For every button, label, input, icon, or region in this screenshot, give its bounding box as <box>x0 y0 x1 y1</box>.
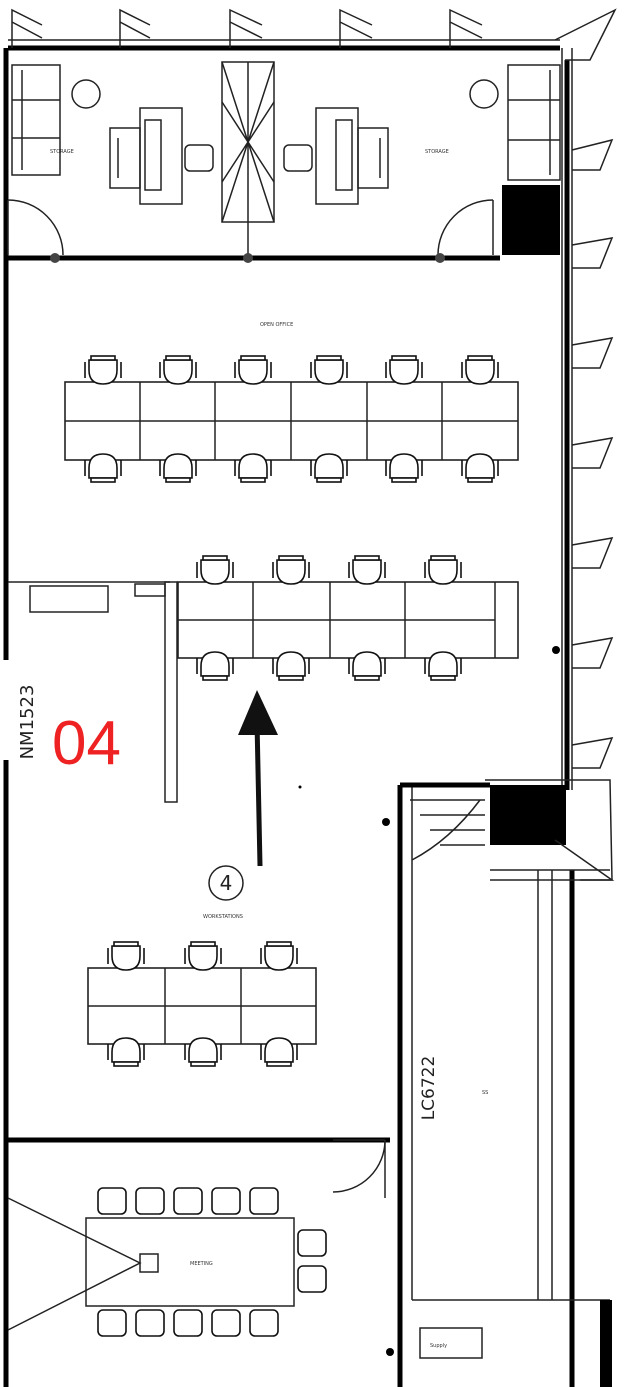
left-wall-code: NM1523 <box>17 685 38 760</box>
right-wall-code: LC6722 <box>419 1056 439 1121</box>
svg-text:WORKSTATIONS: WORKSTATIONS <box>203 914 243 920</box>
svg-text:MEETING: MEETING <box>190 1261 213 1267</box>
office-chair-icon <box>461 453 499 483</box>
door-office-left <box>7 199 64 256</box>
office-chair-icon <box>461 355 499 385</box>
meeting-chair-icon <box>97 1309 127 1337</box>
right-window-fins <box>571 138 614 769</box>
office-chair-icon <box>260 941 298 971</box>
office-chair-icon <box>107 941 145 971</box>
meeting-chair-icon <box>297 1265 327 1293</box>
up-arrow-icon <box>238 690 278 867</box>
office-chair-icon <box>184 1037 222 1067</box>
meeting-chair-icon <box>211 1187 241 1215</box>
desk-cluster-c <box>87 967 317 1045</box>
meeting-room: MEETING <box>7 1197 295 1331</box>
door-hinges <box>50 253 445 263</box>
office-chair-icon <box>234 453 272 483</box>
office-chair-icon <box>159 453 197 483</box>
meeting-chair-icon <box>249 1309 279 1337</box>
door-office-right <box>437 199 494 256</box>
meeting-chair-icon <box>173 1187 203 1215</box>
office-chair-icon <box>234 355 272 385</box>
meeting-chair-icon <box>135 1309 165 1337</box>
svg-text:OPEN OFFICE: OPEN OFFICE <box>260 322 293 328</box>
meeting-chair-icon <box>135 1187 165 1215</box>
office-chair-icon <box>84 453 122 483</box>
stair-core: Supply SS <box>410 779 615 1387</box>
meeting-chair-icon <box>297 1229 327 1257</box>
office-chair-icon <box>348 651 386 681</box>
office-chair-icon <box>424 555 462 585</box>
meeting-chair-icon <box>173 1309 203 1337</box>
office-chair-icon <box>310 453 348 483</box>
kitchenette-sink <box>29 583 166 613</box>
office-chair-icon <box>260 1037 298 1067</box>
top-window-fins <box>11 8 483 48</box>
office-chair-icon <box>272 555 310 585</box>
office-chair-icon <box>184 941 222 971</box>
office-chair-icon <box>385 453 423 483</box>
chairs <box>84 355 499 1067</box>
office-chair-icon <box>107 1037 145 1067</box>
unit-number: 04 <box>52 709 121 778</box>
marker-number: 4 <box>220 871 233 895</box>
svg-text:STORAGE: STORAGE <box>425 149 449 155</box>
svg-text:STORAGE: STORAGE <box>50 149 74 155</box>
executive-office-right: STORAGE <box>283 64 561 255</box>
office-chair-icon <box>196 651 234 681</box>
door-meeting-room <box>332 1139 386 1198</box>
office-chair-icon <box>310 355 348 385</box>
svg-text:SS: SS <box>482 1090 488 1096</box>
office-chair-icon <box>159 355 197 385</box>
outer-walls <box>3 8 617 1387</box>
meeting-chair-icon <box>249 1187 279 1215</box>
office-chair-icon <box>196 555 234 585</box>
meeting-chairs <box>97 1187 327 1337</box>
office-chair-icon <box>424 651 462 681</box>
office-chair-icon <box>84 355 122 385</box>
office-chair-icon <box>272 651 310 681</box>
svg-text:Supply: Supply <box>430 1343 447 1349</box>
office-chair-icon <box>385 355 423 385</box>
circle-marker-icon: 4 <box>208 865 244 901</box>
executive-office-left: STORAGE <box>11 64 214 205</box>
desk-cluster-b <box>177 581 519 659</box>
meeting-chair-icon <box>211 1309 241 1337</box>
office-chair-icon <box>348 555 386 585</box>
shelving-unit <box>221 61 275 258</box>
desk-cluster-a <box>64 381 519 461</box>
meeting-chair-icon <box>97 1187 127 1215</box>
